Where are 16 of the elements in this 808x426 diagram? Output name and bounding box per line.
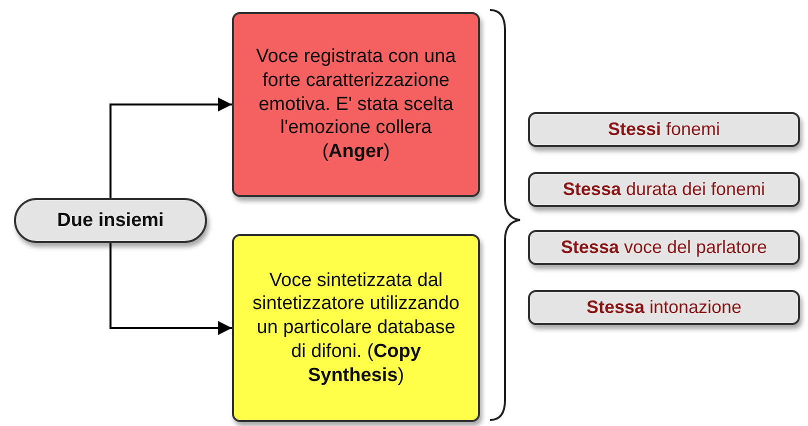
- property-box: [528, 230, 800, 265]
- connector-arrow: [110, 243, 232, 335]
- node-text: Due insiemi: [57, 208, 164, 232]
- node-text: Voce registrata con una forte caratterizzazione emotiva. E' stata scelta l'emozione collera (Anger): [255, 45, 457, 164]
- process-box: [232, 12, 480, 197]
- terminal-pill: [14, 198, 207, 243]
- node-text: Stessi fonemi: [608, 118, 720, 141]
- connector-arrow: [110, 98, 232, 198]
- node-text: Stessa voce del parlatore: [560, 236, 768, 259]
- property-box: [528, 290, 800, 325]
- node-text: Voce sintetizzata dal sintetizzatore utilizzando un particolare database di difoni. (Copy Synthesis): [252, 268, 460, 388]
- node-text: Stessa intonazione: [586, 296, 742, 319]
- property-box: [528, 112, 800, 147]
- node-text: Stessa durata dei fonemi: [562, 178, 766, 201]
- property-box: [528, 172, 800, 207]
- process-box: [232, 234, 480, 422]
